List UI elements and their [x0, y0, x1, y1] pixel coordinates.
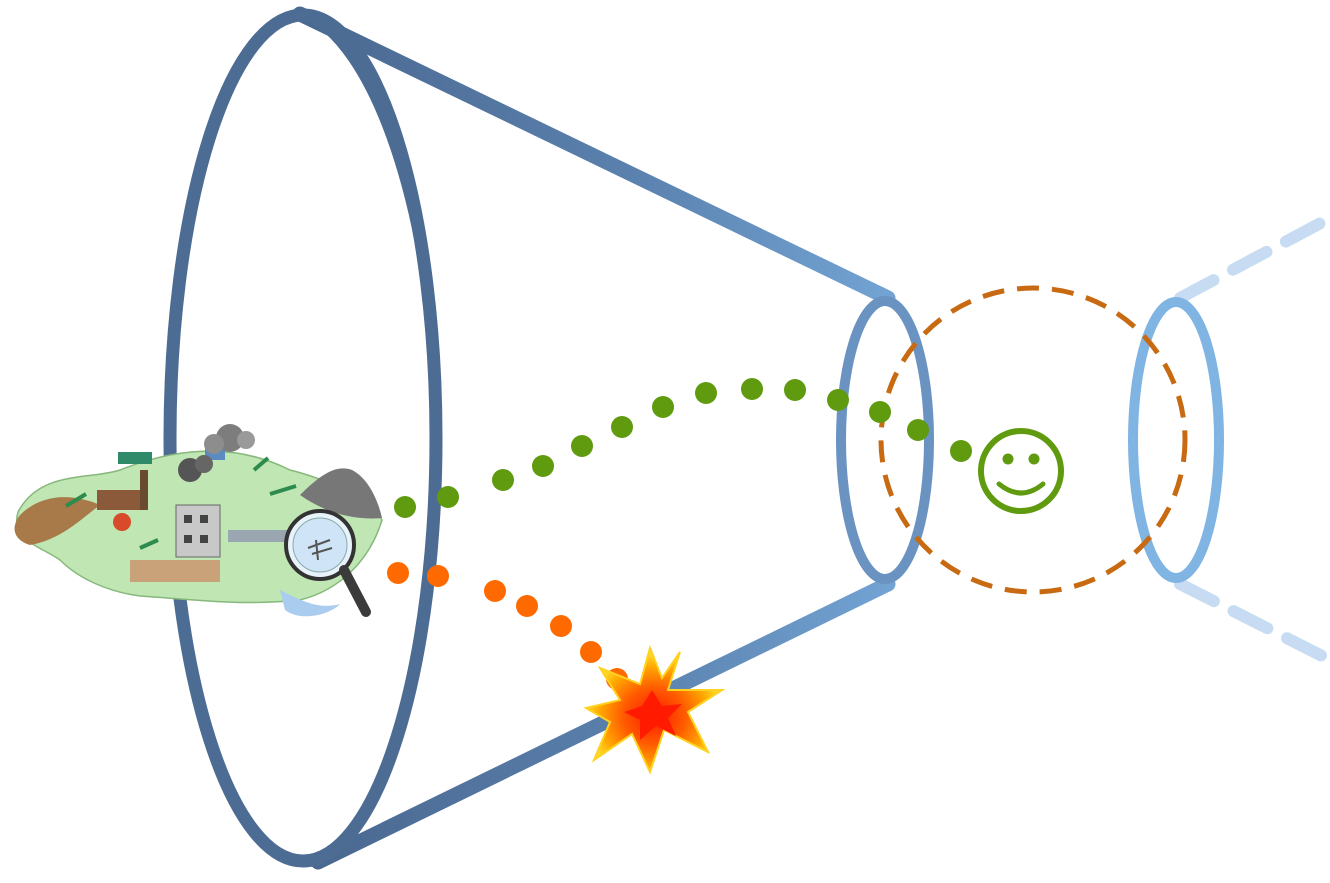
- success-path: [394, 378, 972, 518]
- funnel-continuation: [1174, 212, 1330, 666]
- success-path-dot: [492, 469, 514, 491]
- funnel-mouth-rim-highlight: [298, 11, 440, 431]
- failure-path-dot: [550, 615, 572, 637]
- cone-top-edge: [292, 6, 896, 306]
- smiley-outline: [978, 428, 1064, 514]
- failure-path-dot: [484, 580, 506, 602]
- continuation-line-bottom: [1174, 578, 1330, 666]
- tube-entry-ring: [836, 296, 934, 584]
- success-path-dot: [652, 396, 674, 418]
- success-path-dot: [869, 401, 891, 423]
- failure-path: [387, 562, 628, 690]
- success-path-dot: [827, 389, 849, 411]
- success-path-dot: [695, 382, 717, 404]
- success-path-dot: [907, 419, 929, 441]
- success-path-dot: [950, 440, 972, 462]
- success-path-dot: [437, 486, 459, 508]
- success-path-dot: [784, 379, 806, 401]
- smiley-left-eye: [1002, 453, 1014, 465]
- success-path-dot: [741, 378, 763, 400]
- success-path-dot: [611, 416, 633, 438]
- funnel-cone: [292, 6, 896, 870]
- cone-bottom-edge: [310, 576, 896, 870]
- success-path-dot: [571, 435, 593, 457]
- explosion-icon: [583, 644, 726, 775]
- failure-path-dot: [580, 641, 602, 663]
- target-zone-circle: [878, 285, 1188, 595]
- failure-path-dot: [387, 562, 409, 584]
- smiley-face-icon: [978, 428, 1064, 514]
- success-path-dot: [532, 455, 554, 477]
- funnel-tube: [836, 292, 1224, 590]
- failure-path-dot: [427, 565, 449, 587]
- tube-exit-ring: [1128, 297, 1224, 583]
- smiley-right-eye: [1028, 453, 1040, 465]
- industrial-landscape-with-magnifier-icon: [14, 424, 383, 617]
- continuation-line-top: [1174, 212, 1330, 304]
- success-path-dot: [394, 496, 416, 518]
- smiley-mouth: [996, 481, 1046, 496]
- failure-path-dot: [516, 595, 538, 617]
